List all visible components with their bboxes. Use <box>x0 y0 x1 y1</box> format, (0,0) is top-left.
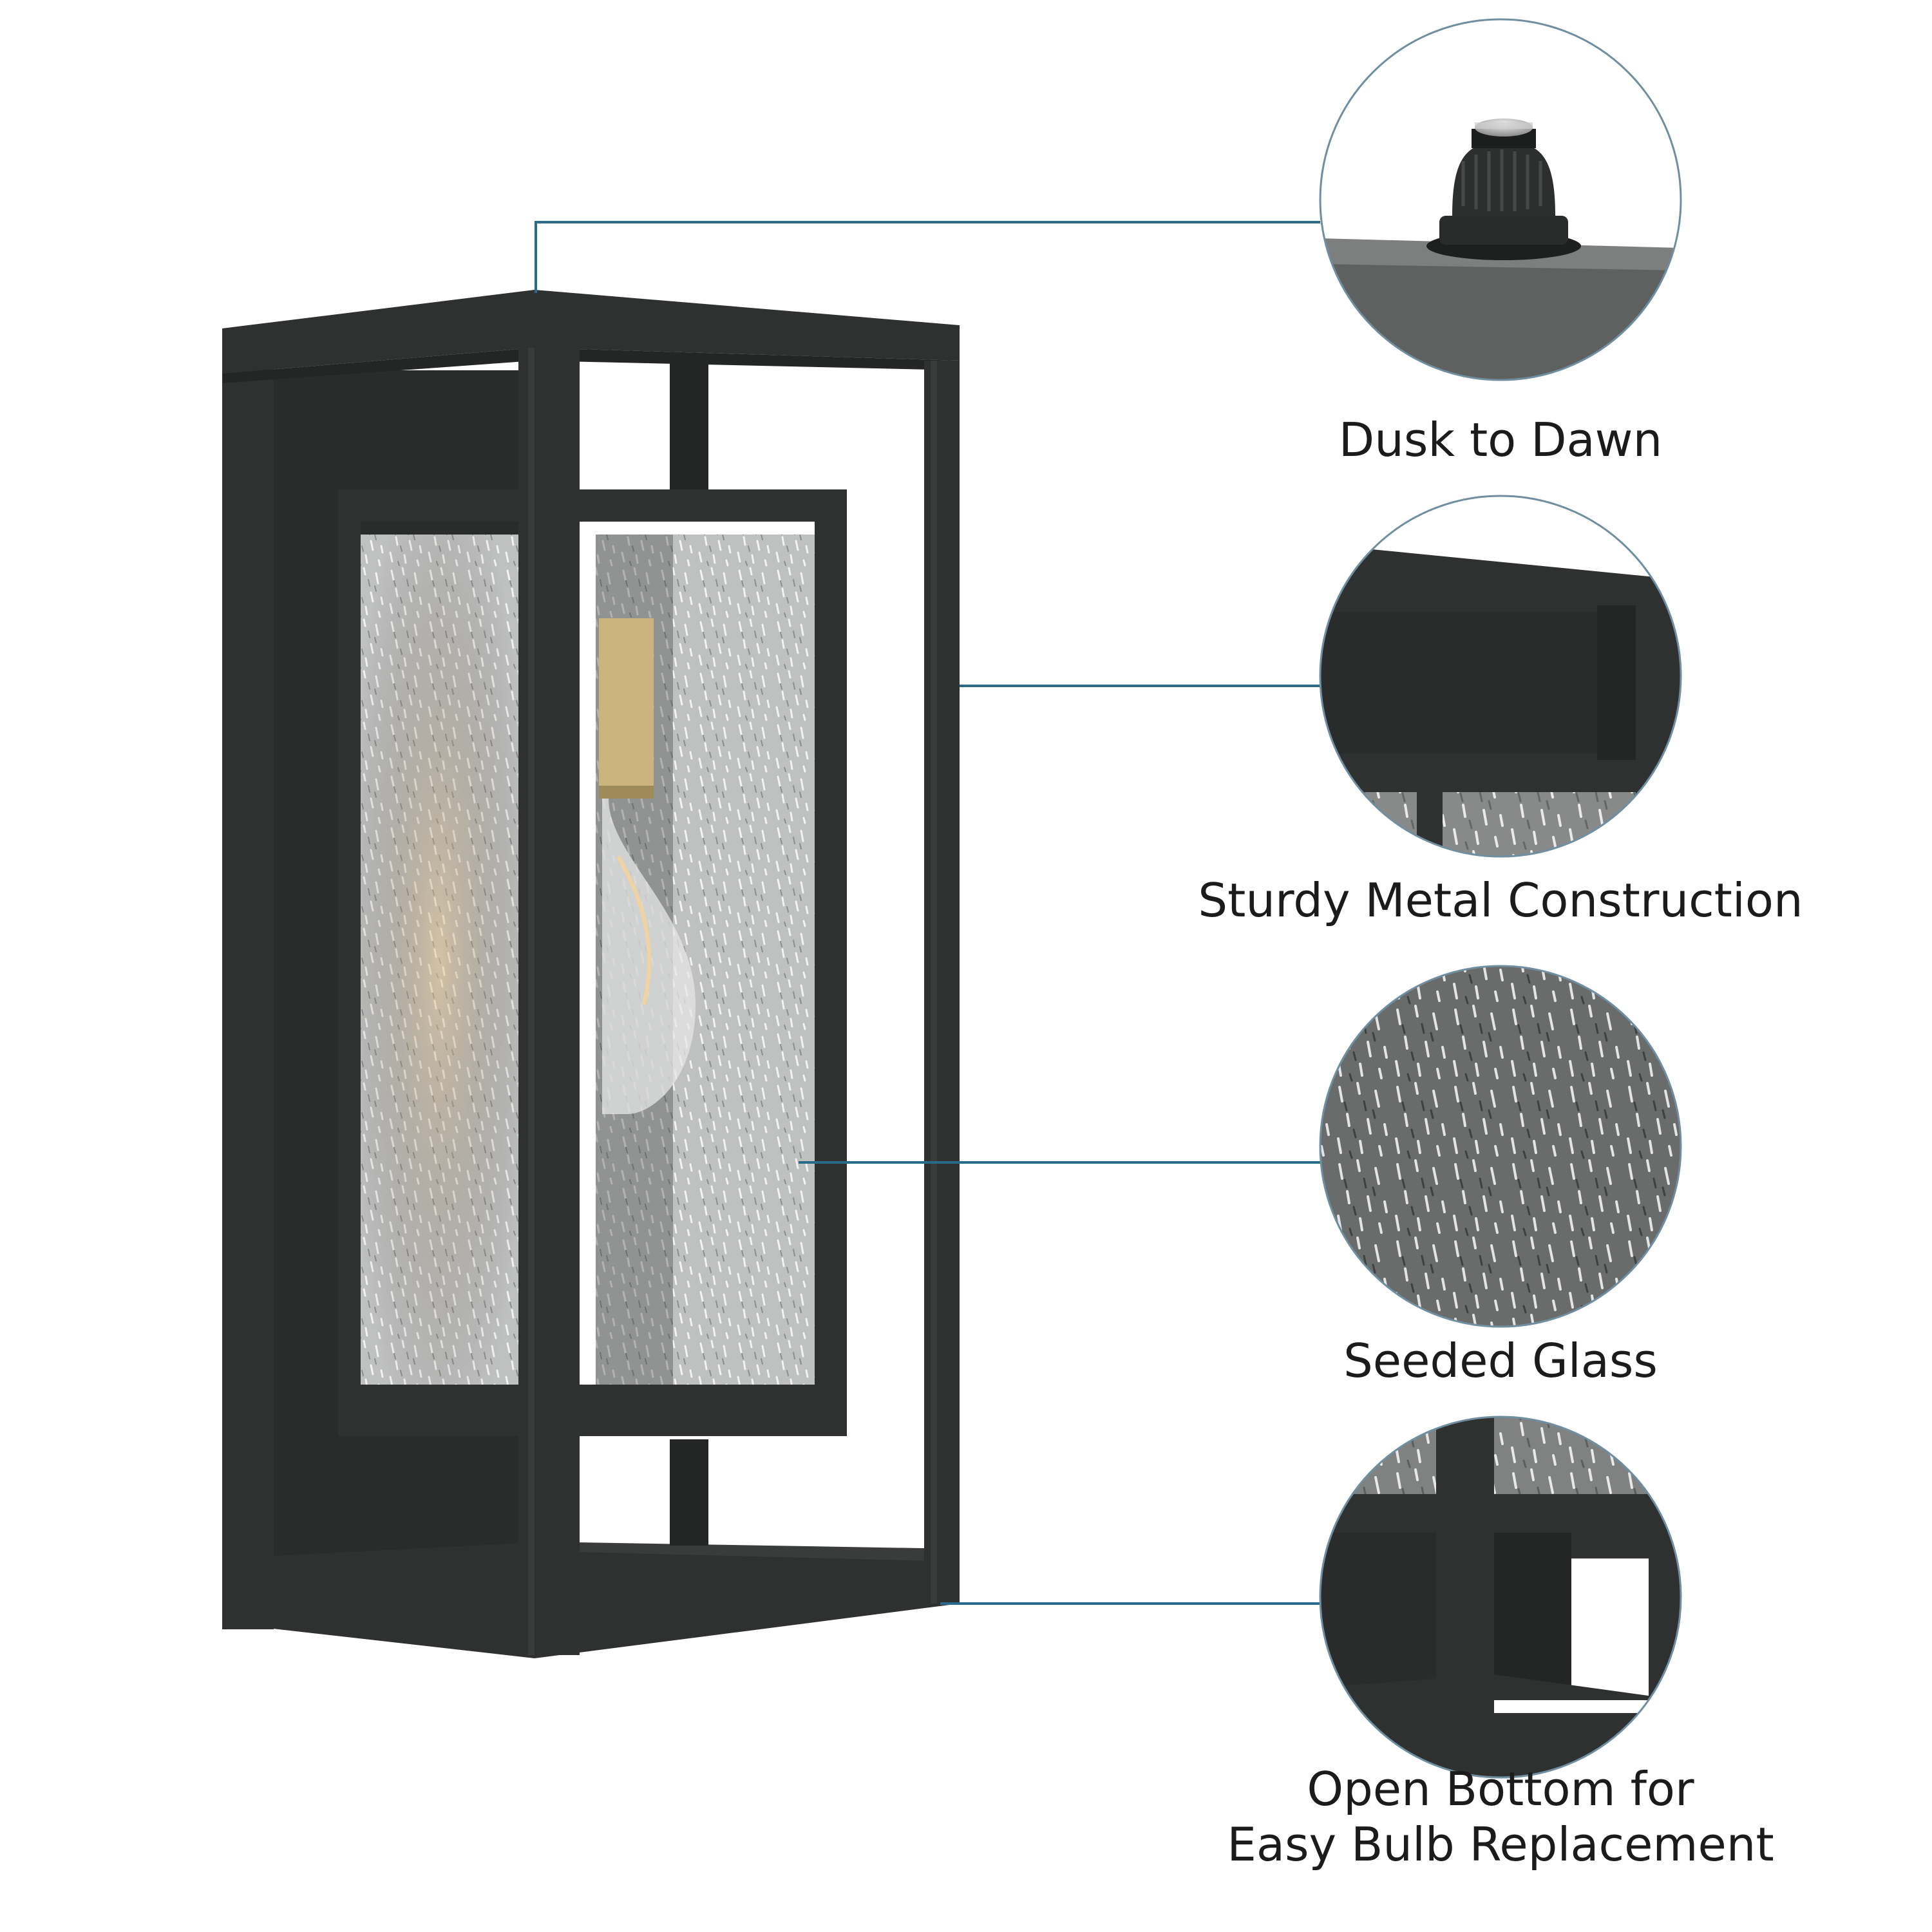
callout-lines <box>535 221 1320 1605</box>
glass-housing-bottom <box>338 1385 847 1436</box>
callout-line-dusk <box>535 221 1320 293</box>
detail-circle-seeded-glass <box>1319 965 1682 1328</box>
front-post-right <box>924 361 960 1604</box>
back-plate <box>222 348 274 1629</box>
glass-housing-top <box>338 489 847 522</box>
detail-circle-open-bottom <box>1319 1416 1682 1779</box>
detail-circle-sturdy-metal <box>1319 495 1682 858</box>
detail-circle-dusk-to-dawn <box>1319 18 1682 381</box>
feature-label-dusk-to-dawn: Dusk to Dawn <box>1338 413 1663 467</box>
feature-label-open-bottom-line-1: Open Bottom for <box>1307 1762 1694 1816</box>
wall-light-fixture <box>222 290 960 1658</box>
feature-label-open-bottom: Open Bottom for Easy Bulb Replacement <box>1114 1761 1887 1872</box>
brass-socket <box>599 618 654 786</box>
top-cap <box>222 290 960 374</box>
front-post-left <box>518 348 580 1655</box>
photocell-sensor-icon <box>1452 142 1555 216</box>
bottom-cap <box>222 1542 960 1658</box>
feature-label-seeded-glass: Seeded Glass <box>1343 1334 1658 1388</box>
feature-label-open-bottom-line-2: Easy Bulb Replacement <box>1227 1817 1774 1871</box>
feature-label-sturdy-metal: Sturdy Metal Construction <box>1198 873 1803 927</box>
